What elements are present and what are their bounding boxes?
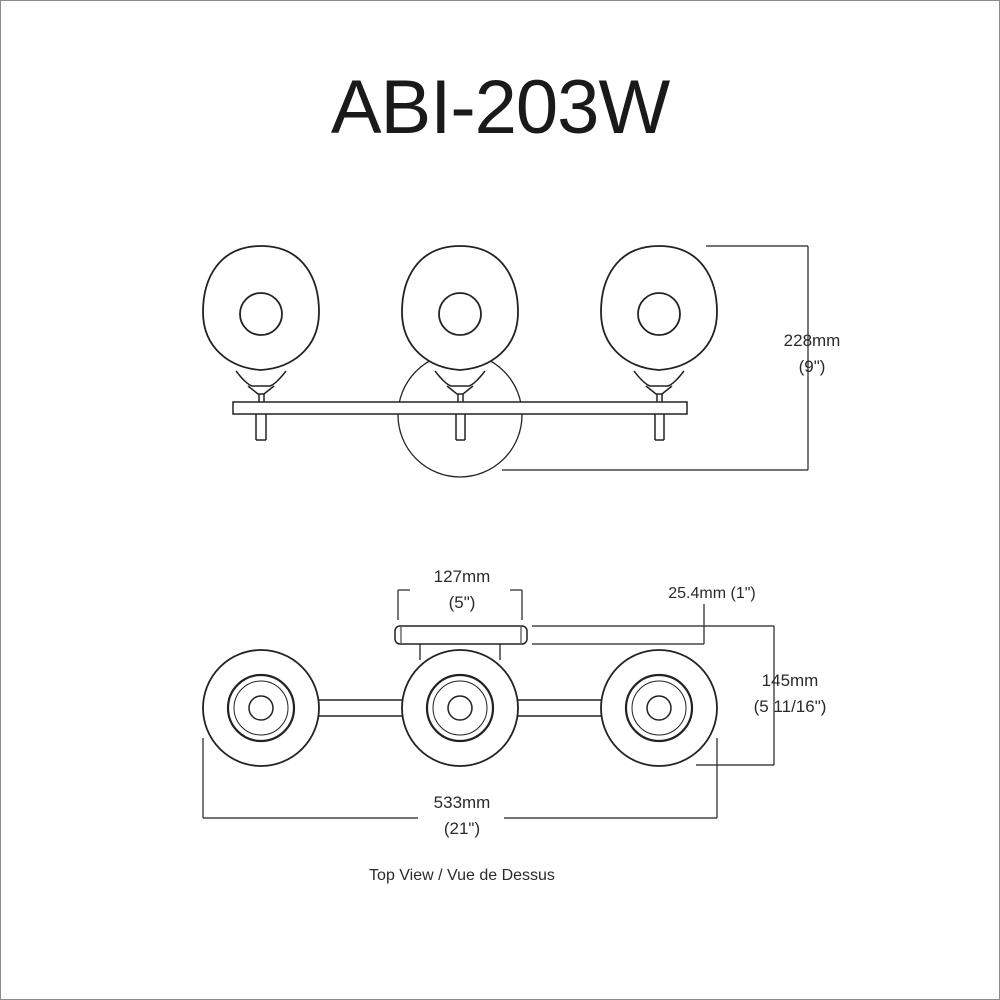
depth-mm-label: 145mm <box>762 671 819 690</box>
page-title: ABI-203W <box>330 65 670 150</box>
plate-width-in-label: (5") <box>449 593 476 612</box>
front-view: 228mm (9") <box>202 245 841 478</box>
height-in-label: (9") <box>799 357 826 376</box>
glass-shade-1 <box>202 245 320 402</box>
glass-shade-2 <box>401 245 519 402</box>
top-arms <box>318 699 601 717</box>
plate-thickness-label: 25.4mm (1") <box>668 585 755 602</box>
height-mm-label: 228mm <box>784 331 841 350</box>
shade-top-1 <box>202 649 320 767</box>
height-dimension-line <box>502 245 809 471</box>
width-dimension-line <box>202 738 718 819</box>
plate-stem <box>419 644 501 660</box>
plate-thickness-dimension-line <box>532 604 775 766</box>
shade-top-2 <box>401 649 519 767</box>
wall-plate-top <box>394 625 528 645</box>
plate-width-dimension-line <box>397 589 523 620</box>
glass-shade-3 <box>600 245 718 402</box>
horizontal-arm <box>232 401 688 415</box>
top-view-caption: Top View / Vue de Dessus <box>369 867 555 884</box>
plate-width-mm-label: 127mm <box>434 567 491 586</box>
wall-canopy-circle <box>397 352 523 478</box>
depth-in-label: (5 11/16") <box>754 697 827 716</box>
width-mm-label: 533mm <box>434 793 491 812</box>
shade-top-3 <box>600 649 718 767</box>
width-in-label: (21") <box>444 819 480 838</box>
top-view: 127mm (5") 25.4mm (1") 145mm (5 11/16") <box>202 567 827 884</box>
arm-stems <box>255 414 665 441</box>
